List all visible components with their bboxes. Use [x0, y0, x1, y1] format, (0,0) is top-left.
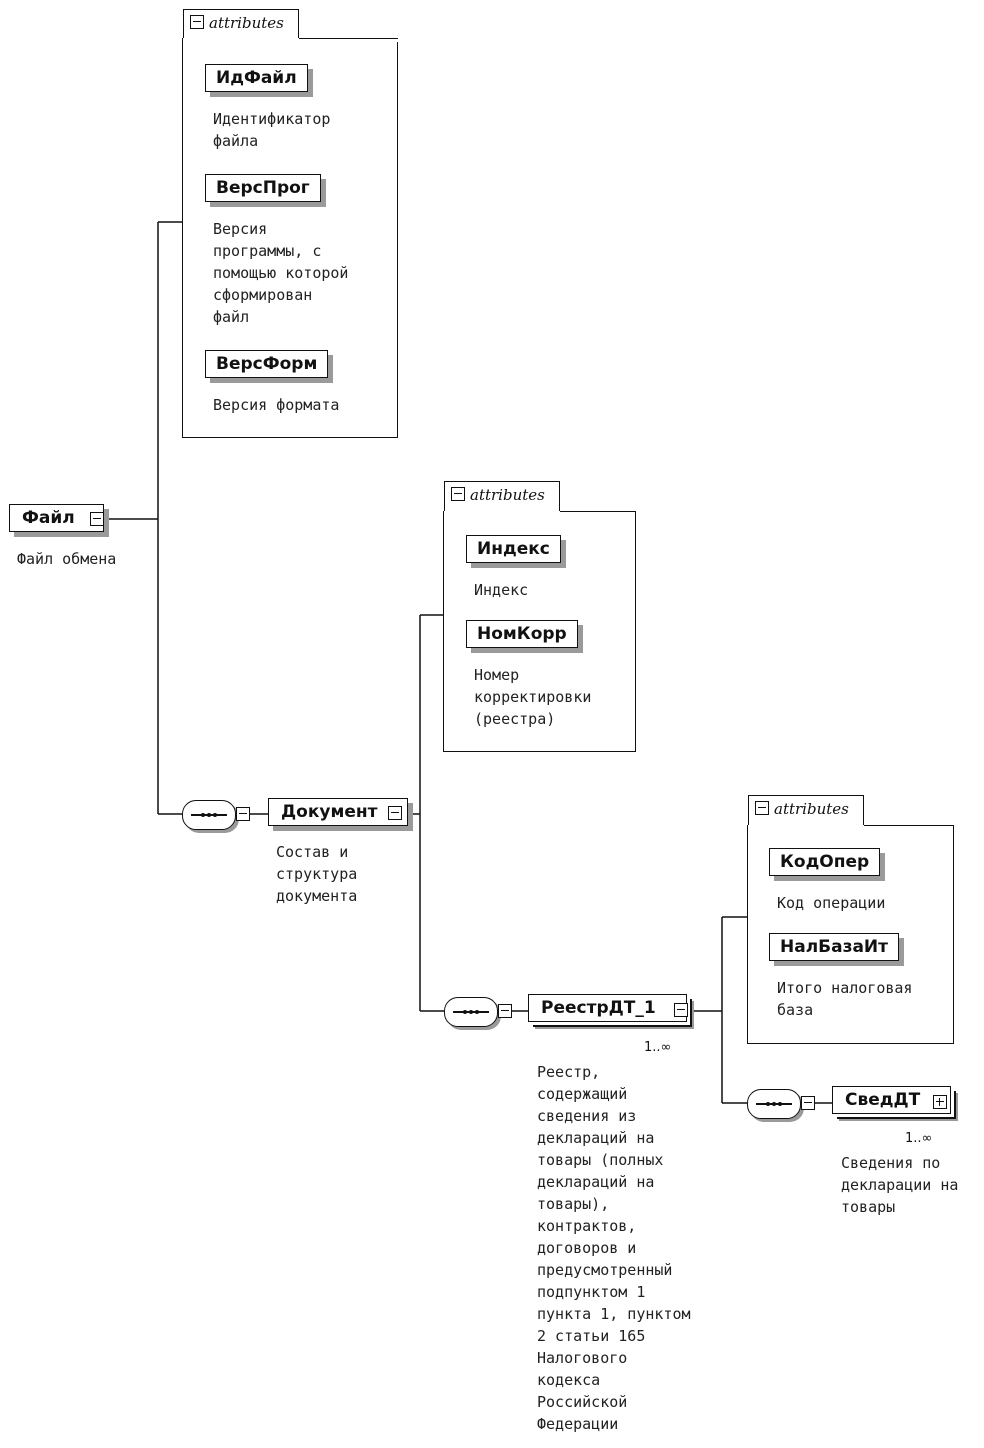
sequence-compositor-icon [747, 1089, 801, 1119]
collapse-icon[interactable] [388, 806, 402, 820]
attributes-tab-label: attributes [209, 14, 284, 32]
attributes-tab[interactable]: attributes [183, 9, 299, 39]
attribute-description: Код операции [777, 894, 886, 912]
collapse-icon[interactable] [801, 1096, 815, 1110]
expand-icon[interactable] [933, 1095, 947, 1109]
attribute-description: Версия формата [213, 396, 340, 414]
element-name: Документ [281, 802, 378, 822]
element-name: РеестрДТ_1 [541, 998, 656, 1018]
collapse-icon[interactable] [190, 15, 204, 29]
attribute-box[interactable]: НомКорр [466, 620, 578, 648]
element-box-sved[interactable]: СведДТ [832, 1086, 952, 1114]
attribute-box[interactable]: НалБазаИт [769, 933, 900, 961]
attribute-box[interactable]: КодОпер [769, 848, 881, 876]
element-box-document[interactable]: Документ [268, 798, 409, 826]
collapse-icon[interactable] [674, 1003, 688, 1017]
attributes-tab[interactable]: attributes [444, 481, 560, 511]
element-name: СведДТ [845, 1090, 921, 1110]
occurrence-label: 1..∞ [644, 1040, 672, 1055]
collapse-icon[interactable] [498, 1004, 512, 1018]
collapse-icon[interactable] [451, 487, 465, 501]
attribute-box[interactable]: ИдФайл [205, 64, 308, 92]
attribute-box[interactable]: ВерсПрог [205, 174, 321, 202]
element-box-registry[interactable]: РеестрДТ_1 [528, 994, 687, 1022]
attribute-description: Итого налоговая база [777, 979, 913, 1019]
collapse-icon[interactable] [755, 801, 769, 815]
element-description: Файл обмена [17, 550, 117, 568]
attribute-box[interactable]: ВерсФорм [205, 350, 329, 378]
sequence-compositor-icon [182, 800, 236, 830]
attributes-tab-label: attributes [774, 800, 849, 818]
attribute-description: Версия программы, с помощью которой сфор… [213, 220, 349, 326]
attributes-tab-label: attributes [470, 486, 545, 504]
element-description: Сведения по декларации на товары [841, 1154, 959, 1216]
element-name: Файл [22, 508, 75, 528]
attribute-box[interactable]: Индекс [466, 535, 561, 563]
attribute-description: Индекс [474, 581, 529, 599]
occurrence-label: 1..∞ [905, 1131, 933, 1146]
element-description: Состав и структура документа [276, 843, 358, 905]
collapse-icon[interactable] [236, 807, 250, 821]
attribute-description: Идентификатор файла [213, 110, 331, 150]
collapse-icon[interactable] [90, 512, 104, 526]
sequence-compositor-icon [444, 997, 498, 1027]
element-description: Реестр, содержащий сведения из деклараци… [537, 1063, 691, 1433]
attributes-tab[interactable]: attributes [748, 795, 864, 825]
attribute-description: Номер корректировки (реестра) [474, 666, 592, 728]
